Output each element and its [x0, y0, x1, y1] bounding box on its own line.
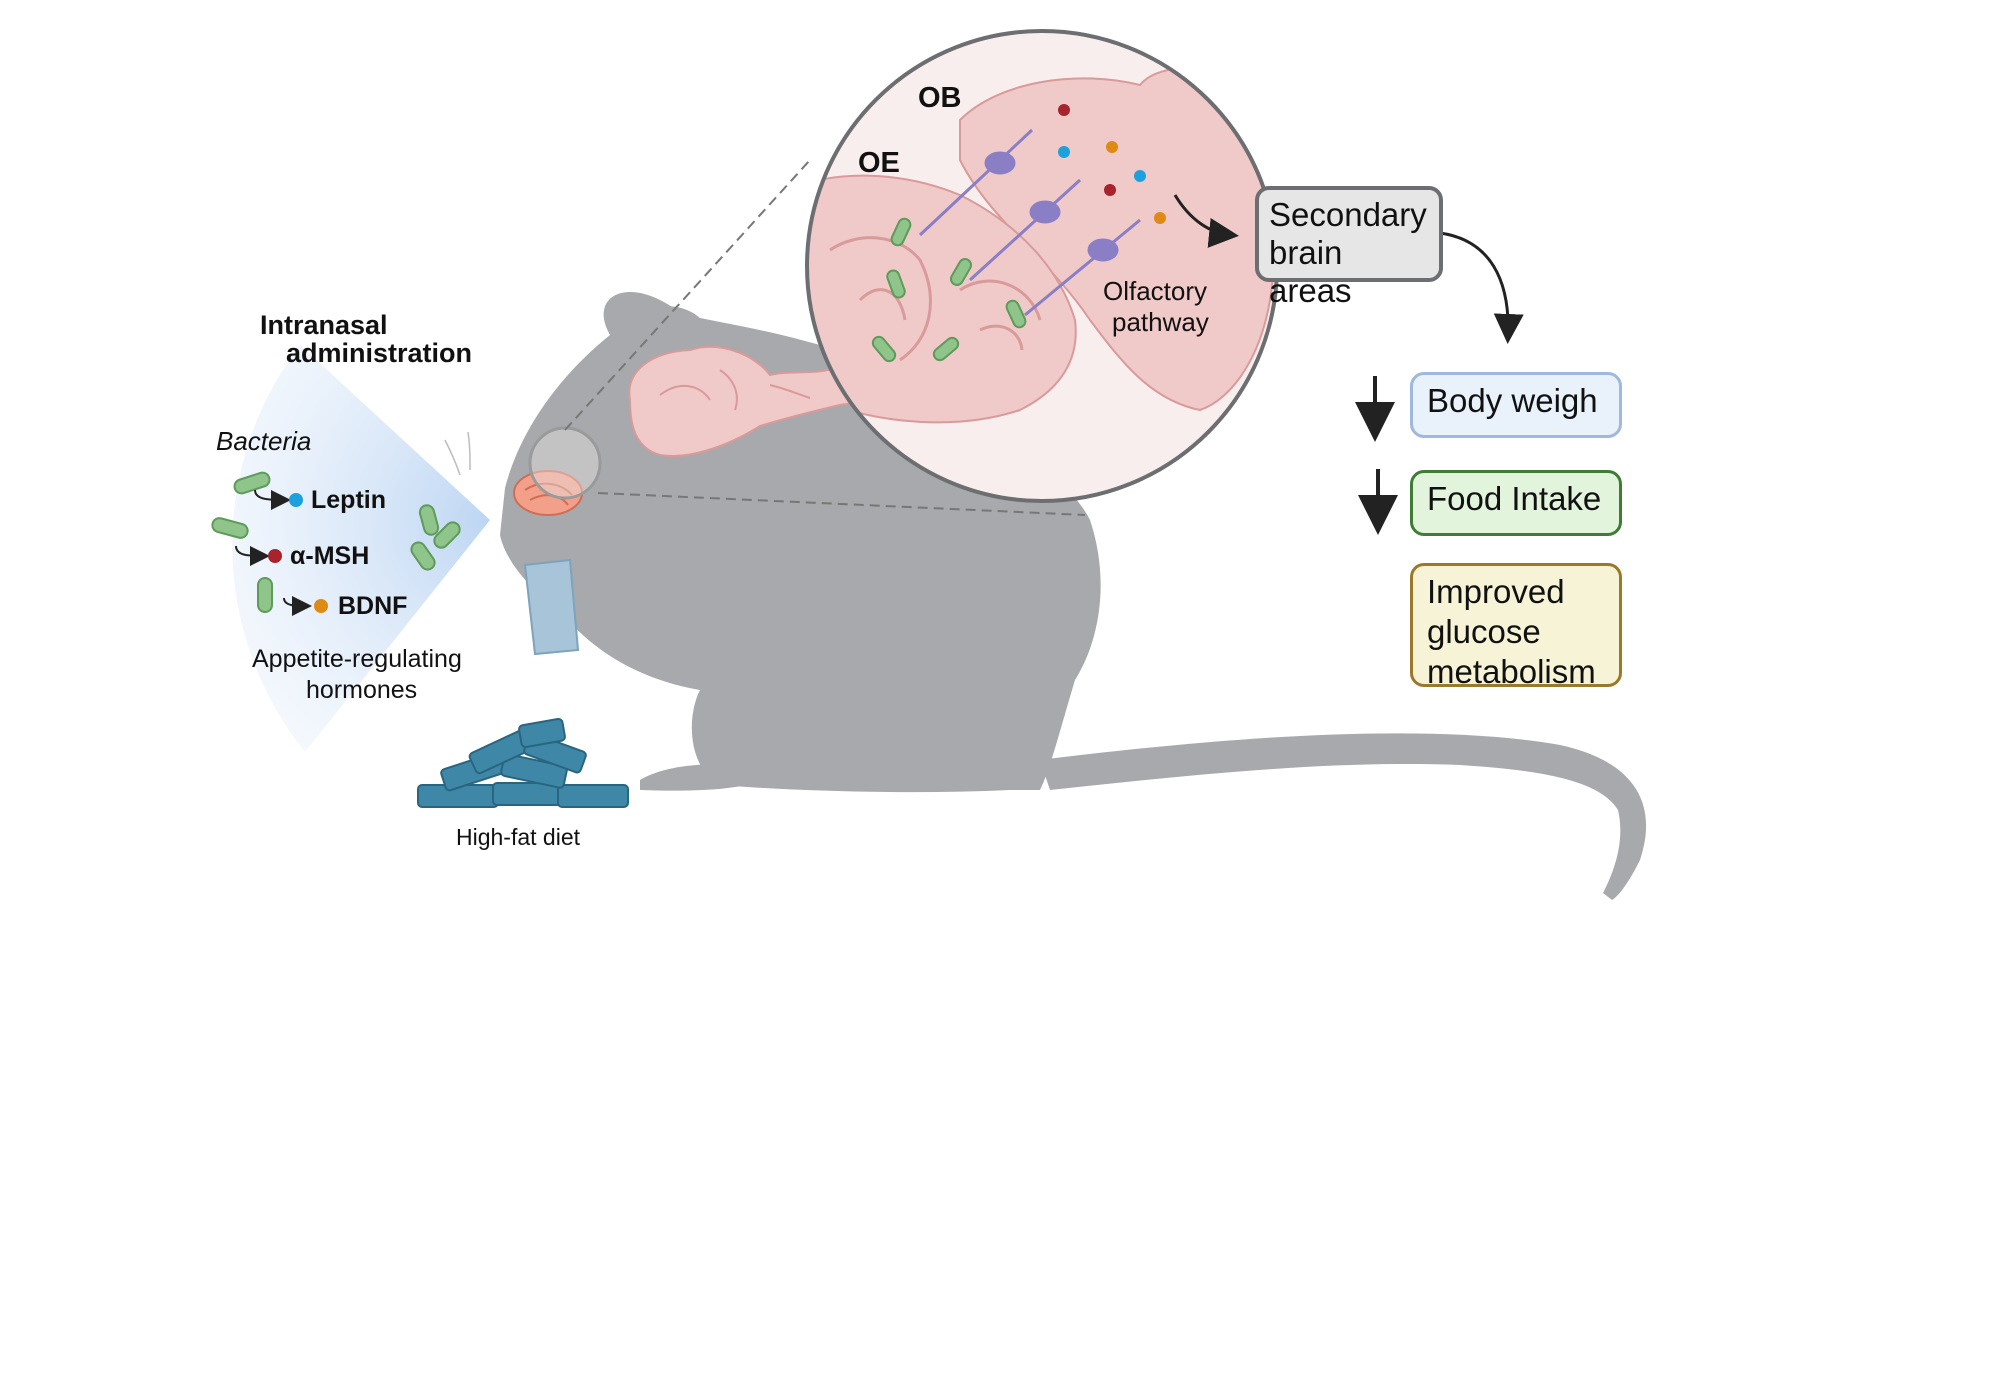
bacteria-in-epithelium [871, 217, 1027, 363]
body-weight-label: Body weigh [1427, 382, 1598, 419]
intranasal-title-line1: Intranasal [260, 310, 388, 340]
bdnf-label: BDNF [338, 592, 408, 620]
appetite-label-line2: hormones [306, 676, 418, 704]
hormone-dot-amsh [1104, 184, 1116, 196]
amsh-label: α-MSH [290, 542, 370, 570]
bdnf-dot [314, 599, 328, 613]
hormone-dot-leptin [1058, 146, 1070, 158]
olfactory-pathway-line2: pathway [1112, 307, 1209, 337]
high-fat-diet-label: High-fat diet [456, 824, 581, 850]
leptin-dot [289, 493, 303, 507]
glucose-line3: metabolism [1427, 653, 1596, 690]
olfactory-neurons [918, 128, 1141, 317]
mouse-brain [628, 345, 894, 457]
water-cup [523, 558, 580, 656]
secondary-brain-areas-line1: Secondary [1269, 196, 1427, 233]
high-fat-diet-pellets [417, 717, 629, 808]
amsh-dot [268, 549, 282, 563]
secondary-brain-areas-line2: brain areas [1269, 234, 1352, 309]
body-weight-box: Body weigh [1410, 372, 1622, 438]
food-intake-label: Food Intake [1427, 480, 1602, 517]
glucose-line1: Improved [1427, 573, 1565, 610]
bacteria-label: Bacteria [216, 426, 312, 456]
oe-label: OE [858, 147, 900, 179]
leptin-label: Leptin [311, 486, 386, 514]
glucose-metabolism-box: Improved glucose metabolism [1410, 563, 1622, 690]
spray-bacteria [211, 471, 461, 613]
intranasal-title-line2: administration [286, 338, 473, 368]
ob-label: OB [918, 82, 962, 114]
secondary-brain-areas-box: Secondary brain areas [1255, 186, 1443, 309]
magnifier-circle [528, 426, 602, 500]
appetite-label-line1: Appetite-regulating [252, 645, 462, 673]
hormone-dot-amsh [1058, 104, 1070, 116]
hormone-dot-bdnf [1106, 141, 1118, 153]
glucose-line2: glucose [1427, 613, 1541, 650]
arrow-to-secondary-areas [1173, 194, 1239, 248]
zoom-line-lower [597, 492, 1086, 516]
olfactory-pathway-line1: Olfactory [1103, 276, 1208, 306]
intranasal-spray-cone [232, 345, 490, 752]
olfactory-zoom-inset [805, 29, 1279, 503]
conversion-arrows [235, 489, 312, 616]
food-intake-box: Food Intake [1410, 470, 1622, 536]
zoom-line-upper [564, 159, 811, 431]
nasal-cavity-detail [513, 426, 602, 516]
hormone-dot-bdnf [1154, 212, 1166, 224]
hormone-dot-leptin [1134, 170, 1146, 182]
arrow-to-outcomes [1439, 231, 1524, 344]
